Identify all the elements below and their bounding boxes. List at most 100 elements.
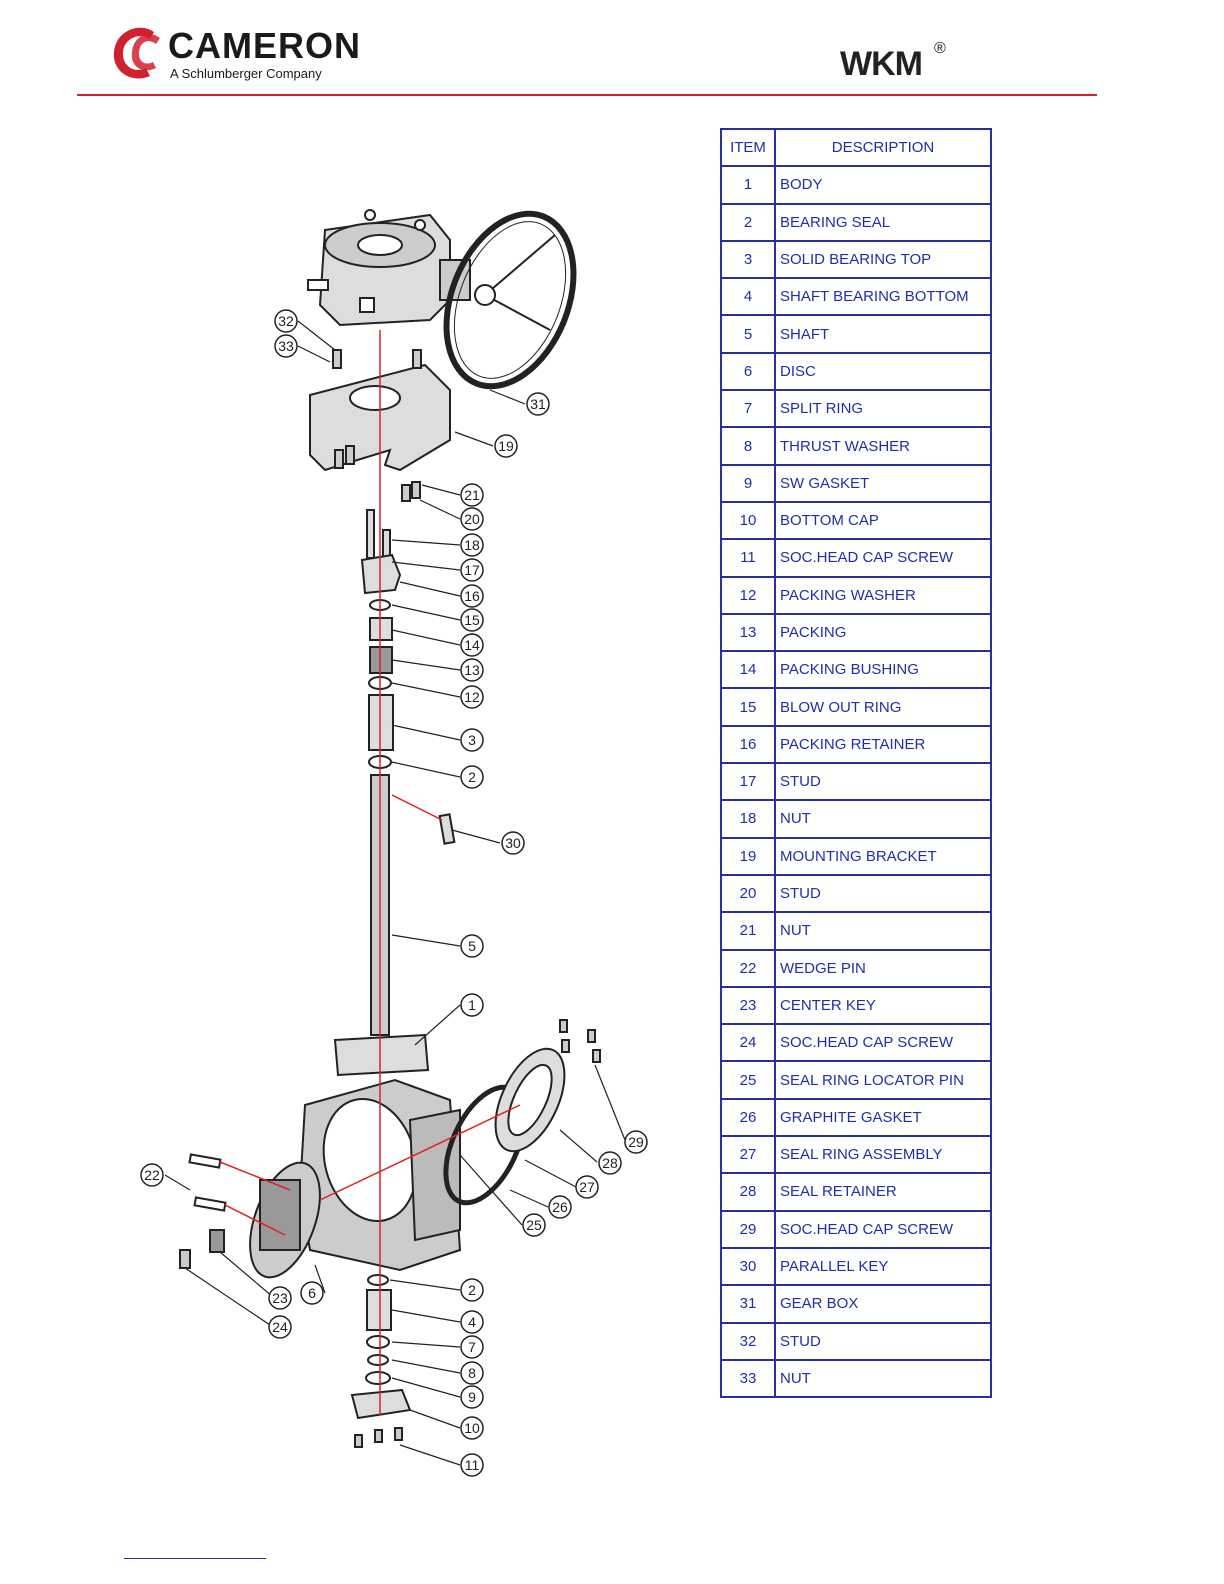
callout-label: 2 — [468, 769, 476, 785]
item-number: 15 — [720, 687, 776, 727]
item-description: PACKING — [774, 612, 992, 653]
item-description: SW GASKET — [774, 463, 992, 503]
item-description: SEAL RETAINER — [774, 1172, 992, 1212]
item-description: WEDGE PIN — [774, 948, 992, 988]
item-number: 22 — [720, 948, 776, 988]
callout-3: 3 — [460, 728, 484, 752]
callout-label: 22 — [144, 1167, 160, 1183]
item-number: 9 — [720, 463, 776, 503]
callout-33: 33 — [274, 334, 298, 358]
item-number: 19 — [720, 836, 776, 876]
callout-32: 32 — [274, 309, 298, 333]
callout-label: 12 — [464, 689, 480, 705]
callout-1: 1 — [460, 993, 484, 1017]
callout-21: 21 — [460, 483, 484, 507]
callout-9: 9 — [460, 1385, 484, 1409]
handwheel-drawing — [443, 210, 577, 390]
item-number: 29 — [720, 1209, 776, 1249]
callout-label: 32 — [278, 313, 294, 329]
item-number: 18 — [720, 799, 776, 839]
callout-30: 30 — [501, 831, 525, 855]
callout-label: 18 — [464, 537, 480, 553]
item-description: STUD — [774, 762, 992, 802]
callout-28: 28 — [598, 1151, 622, 1175]
item-number: 20 — [720, 873, 776, 914]
callout-label: 28 — [602, 1155, 618, 1171]
callout-31: 31 — [526, 392, 550, 416]
item-number: 13 — [720, 612, 776, 653]
callout-13: 13 — [460, 658, 484, 682]
item-number: 31 — [720, 1284, 776, 1324]
item-number: 23 — [720, 985, 776, 1026]
callout-label: 16 — [464, 588, 480, 604]
brand-name: CAMERON — [168, 25, 361, 66]
item-description: GRAPHITE GASKET — [774, 1097, 992, 1138]
exploded-valve-diagram: 3233311921201817161514131232305129282726… — [140, 209, 648, 1477]
callout-label: 3 — [468, 732, 476, 748]
item-number: 32 — [720, 1321, 776, 1361]
item-description: PACKING BUSHING — [774, 650, 992, 690]
callout-label: 29 — [628, 1134, 644, 1150]
item-description: STUD — [774, 1321, 992, 1361]
item-description: THRUST WASHER — [774, 426, 992, 466]
item-description: PACKING WASHER — [774, 575, 992, 615]
callout-29: 29 — [624, 1130, 648, 1154]
callout-2: 2 — [460, 1278, 484, 1302]
item-number: 10 — [720, 500, 776, 541]
item-description: NUT — [774, 1358, 992, 1399]
callout-label: 25 — [526, 1217, 542, 1233]
callout-label: 11 — [465, 1457, 480, 1473]
callout-12: 12 — [460, 685, 484, 709]
callout-label: 31 — [530, 396, 546, 412]
callout-25: 25 — [522, 1213, 546, 1237]
item-description: PARALLEL KEY — [774, 1246, 992, 1287]
callout-2: 2 — [460, 765, 484, 789]
item-number: 27 — [720, 1135, 776, 1175]
item-description: CENTER KEY — [774, 985, 992, 1026]
item-number: 11 — [720, 538, 776, 578]
item-number: 8 — [720, 426, 776, 466]
item-number: 5 — [720, 314, 776, 354]
item-description: SEAL RING LOCATOR PIN — [774, 1060, 992, 1100]
callout-label: 26 — [552, 1199, 568, 1215]
item-description: STUD — [774, 873, 992, 914]
item-description: BODY — [774, 165, 992, 205]
callout-label: 24 — [272, 1319, 288, 1335]
item-number: 3 — [720, 239, 776, 280]
callout-label: 2 — [468, 1282, 476, 1298]
callout-11: 11 — [460, 1453, 484, 1477]
callout-leaders — [164, 320, 626, 1466]
cameron-c-logo-icon — [113, 27, 160, 79]
item-number: 17 — [720, 762, 776, 802]
item-number: 25 — [720, 1060, 776, 1100]
item-description: SHAFT BEARING BOTTOM — [774, 277, 992, 317]
callout-27: 27 — [575, 1175, 599, 1199]
callout-label: 10 — [464, 1420, 480, 1436]
assembly-axis-lines — [219, 330, 521, 1415]
item-description: SEAL RING ASSEMBLY — [774, 1135, 992, 1175]
item-number: 7 — [720, 389, 776, 429]
header-rule — [77, 94, 1097, 96]
cameron-logo: CAMERON A Schlumberger Company — [110, 24, 380, 86]
item-description: NUT — [774, 799, 992, 839]
callout-label: 6 — [308, 1285, 316, 1301]
callout-26: 26 — [548, 1195, 572, 1219]
item-number: 16 — [720, 724, 776, 765]
